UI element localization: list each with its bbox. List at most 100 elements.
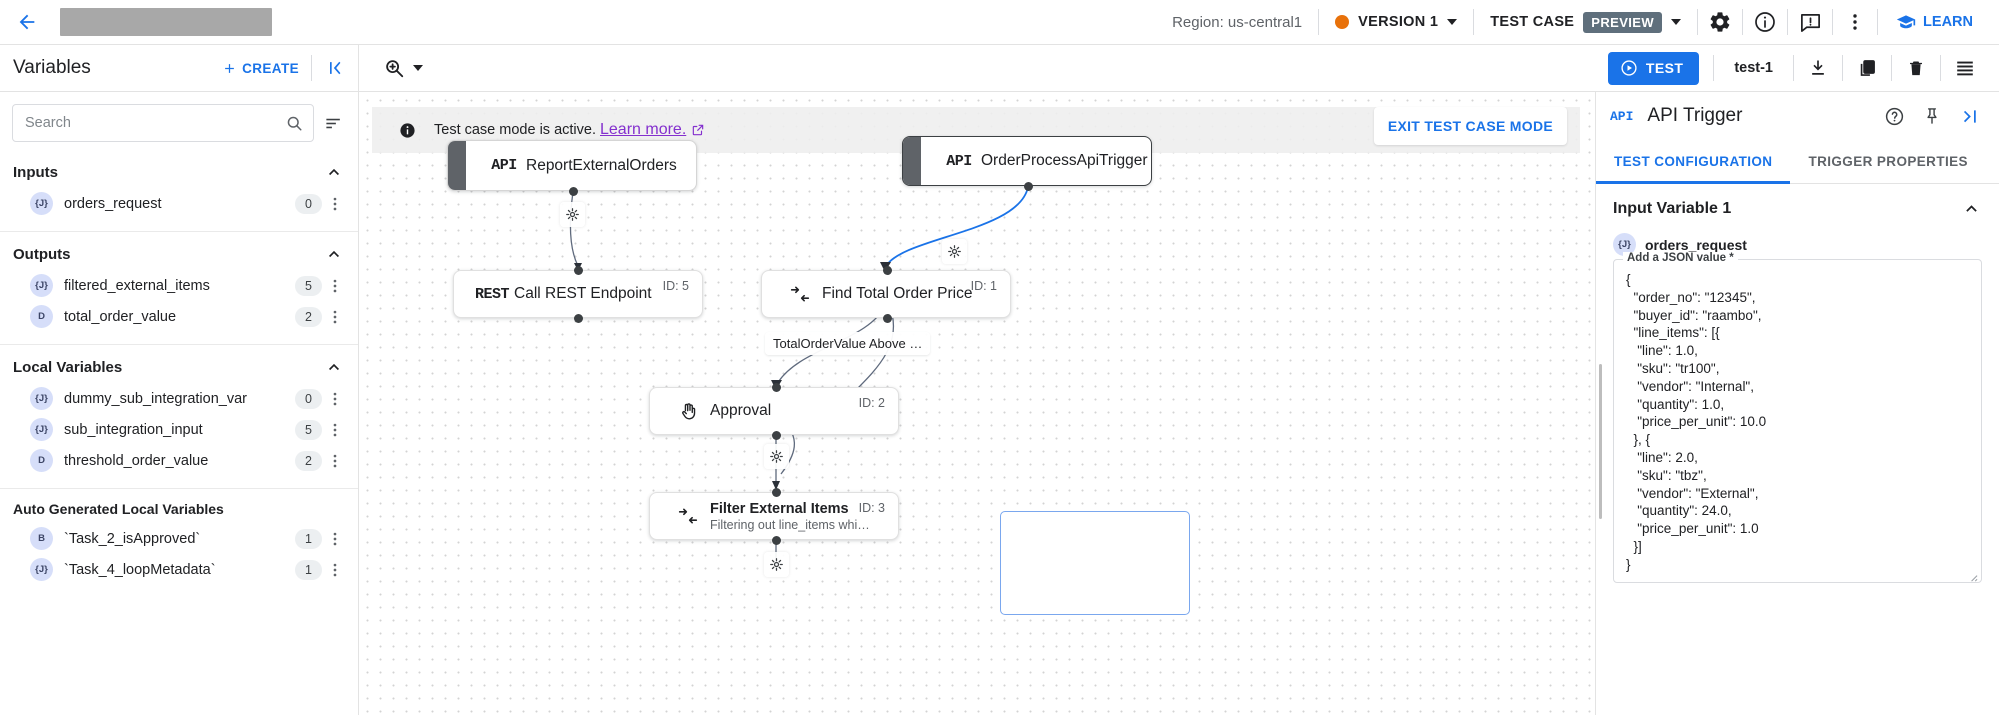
learn-button[interactable]: LEARN [1878, 12, 1985, 32]
input-variable-section-header[interactable]: Input Variable 1 [1613, 198, 1982, 219]
back-arrow-icon[interactable] [10, 5, 44, 39]
version-selector[interactable]: VERSION 1 [1319, 14, 1473, 30]
collapse-left-icon[interactable] [312, 58, 358, 78]
graduation-cap-icon [1896, 15, 1916, 29]
banner-text: Test case mode is active. [434, 122, 596, 138]
more-vert-icon[interactable] [322, 530, 348, 548]
tab-test-configuration[interactable]: TEST CONFIGURATION [1596, 140, 1791, 184]
gear-icon[interactable] [1698, 0, 1742, 44]
logs-icon[interactable] [1941, 46, 1989, 90]
json-value-text[interactable]: { "order_no": "12345", "buyer_id": "raam… [1626, 272, 1767, 572]
test-case-name[interactable]: test-1 [1734, 60, 1773, 76]
node-input-port[interactable] [772, 488, 781, 497]
test-case-selector[interactable]: TEST CASE PREVIEW [1474, 11, 1697, 33]
more-vert-icon[interactable] [322, 390, 348, 408]
variable-row-total-order-value[interactable]: D total_order_value 2 [0, 301, 358, 332]
node-output-port[interactable] [574, 314, 583, 323]
variable-row-threshold-order-value[interactable]: D threshold_order_value 2 [0, 445, 358, 476]
edge-config-gear-icon[interactable] [764, 444, 789, 469]
tab-trigger-properties[interactable]: TRIGGER PROPERTIES [1808, 154, 1968, 169]
edge-condition-label[interactable]: TotalOrderValue Above … [765, 332, 931, 355]
search-input[interactable] [25, 115, 285, 131]
node-approval[interactable]: Approval ID: 2 [649, 387, 899, 435]
node-input-port[interactable] [574, 266, 583, 275]
variable-row-sub-integration-input[interactable]: {J} sub_integration_input 5 [0, 414, 358, 445]
node-input-port[interactable] [772, 383, 781, 392]
type-badge-double: D [30, 449, 53, 472]
section-header-auto-generated: Auto Generated Local Variables [0, 489, 358, 523]
divider [1318, 9, 1320, 35]
divider [1742, 9, 1744, 35]
section-local-variables: Local Variables {J} dummy_sub_integratio… [0, 345, 358, 489]
section-header-local-variables[interactable]: Local Variables [0, 345, 358, 383]
more-vert-icon[interactable] [322, 277, 348, 295]
node-title: Find Total Order Price [822, 285, 973, 302]
json-value-field[interactable]: Add a JSON value * { "order_no": "12345"… [1613, 252, 1982, 583]
feedback-icon[interactable] [1788, 0, 1832, 44]
node-id-label: ID: 3 [858, 501, 885, 515]
info-icon[interactable] [1743, 0, 1787, 44]
section-header-inputs[interactable]: Inputs [0, 150, 358, 188]
banner-learn-more-link[interactable]: Learn more. [600, 121, 687, 138]
node-report-external-orders[interactable]: API ReportExternalOrders [447, 140, 697, 191]
zoom-control[interactable] [377, 53, 429, 83]
delete-icon[interactable] [1892, 46, 1940, 90]
node-output-port[interactable] [772, 431, 781, 440]
expand-right-icon[interactable] [1951, 97, 1989, 135]
variable-count: 5 [295, 275, 322, 296]
divider [1793, 55, 1794, 81]
zoom-in-icon [386, 60, 404, 78]
test-button[interactable]: TEST [1607, 51, 1700, 85]
variable-row-dummy-sub-integration-var[interactable]: {J} dummy_sub_integration_var 0 [0, 383, 358, 414]
workflow-canvas[interactable]: Test case mode is active. Learn more. EX… [359, 92, 1595, 715]
more-vert-icon[interactable] [322, 561, 348, 579]
variable-row-filtered-external-items[interactable]: {J} filtered_external_items 5 [0, 270, 358, 301]
json-field-label: Add a JSON value * [1623, 252, 1738, 264]
edge-config-gear-icon[interactable] [560, 202, 585, 227]
edge-config-gear-icon[interactable] [942, 239, 967, 264]
help-icon[interactable] [1875, 97, 1913, 135]
node-output-port[interactable] [569, 187, 578, 196]
more-vert-icon[interactable] [322, 452, 348, 470]
section-header-outputs[interactable]: Outputs [0, 232, 358, 270]
test-label: TEST [1645, 60, 1684, 76]
type-badge-boolean: B [30, 527, 53, 550]
node-find-total-order-price[interactable]: Find Total Order Price ID: 1 [761, 270, 1011, 318]
more-vert-icon[interactable] [322, 421, 348, 439]
variable-row-orders-request[interactable]: {J} orders_request 0 [0, 188, 358, 219]
play-icon [1621, 60, 1637, 76]
preview-badge: PREVIEW [1583, 11, 1663, 33]
create-variable-button[interactable]: CREATE [210, 61, 311, 76]
divider [1832, 9, 1834, 35]
node-output-port[interactable] [772, 536, 781, 545]
node-filter-external-items[interactable]: Filter External Items Filtering out line… [649, 492, 899, 540]
chevron-down-icon [1671, 19, 1682, 25]
node-output-port[interactable] [1024, 182, 1033, 191]
variable-name: total_order_value [64, 308, 177, 325]
node-order-process-api-trigger[interactable]: API OrderProcessApiTrigger [902, 136, 1152, 186]
node-input-port[interactable] [883, 266, 892, 275]
chevron-up-icon[interactable] [1961, 198, 1982, 219]
divider [1877, 9, 1879, 35]
search-box[interactable] [12, 104, 314, 142]
more-vert-icon[interactable] [322, 195, 348, 213]
variable-row-task-2-isapproved[interactable]: B `Task_2_isApproved` 1 [0, 523, 358, 554]
more-vert-icon[interactable] [1833, 0, 1877, 44]
test-output-panel[interactable] [1000, 511, 1190, 615]
external-link-icon[interactable] [691, 123, 705, 137]
exit-test-case-mode-button[interactable]: EXIT TEST CASE MODE [1373, 107, 1567, 145]
copy-icon[interactable] [1843, 46, 1891, 90]
download-icon[interactable] [1794, 46, 1842, 90]
create-label: CREATE [242, 60, 299, 76]
section-outputs: Outputs {J} filtered_external_items 5 D … [0, 232, 358, 345]
panel-scrollbar[interactable] [1599, 364, 1602, 519]
node-output-port[interactable] [883, 314, 892, 323]
resize-grip[interactable] [1967, 569, 1978, 581]
input-variable-row: {J} orders_request [1613, 233, 1982, 256]
variable-row-task-4-loopmetadata[interactable]: {J} `Task_4_loopMetadata` 1 [0, 554, 358, 585]
sort-icon[interactable] [320, 114, 346, 133]
more-vert-icon[interactable] [322, 308, 348, 326]
node-call-rest-endpoint[interactable]: REST Call REST Endpoint ID: 5 [453, 270, 703, 318]
edge-config-gear-icon[interactable] [764, 552, 789, 577]
pin-icon[interactable] [1913, 97, 1951, 135]
